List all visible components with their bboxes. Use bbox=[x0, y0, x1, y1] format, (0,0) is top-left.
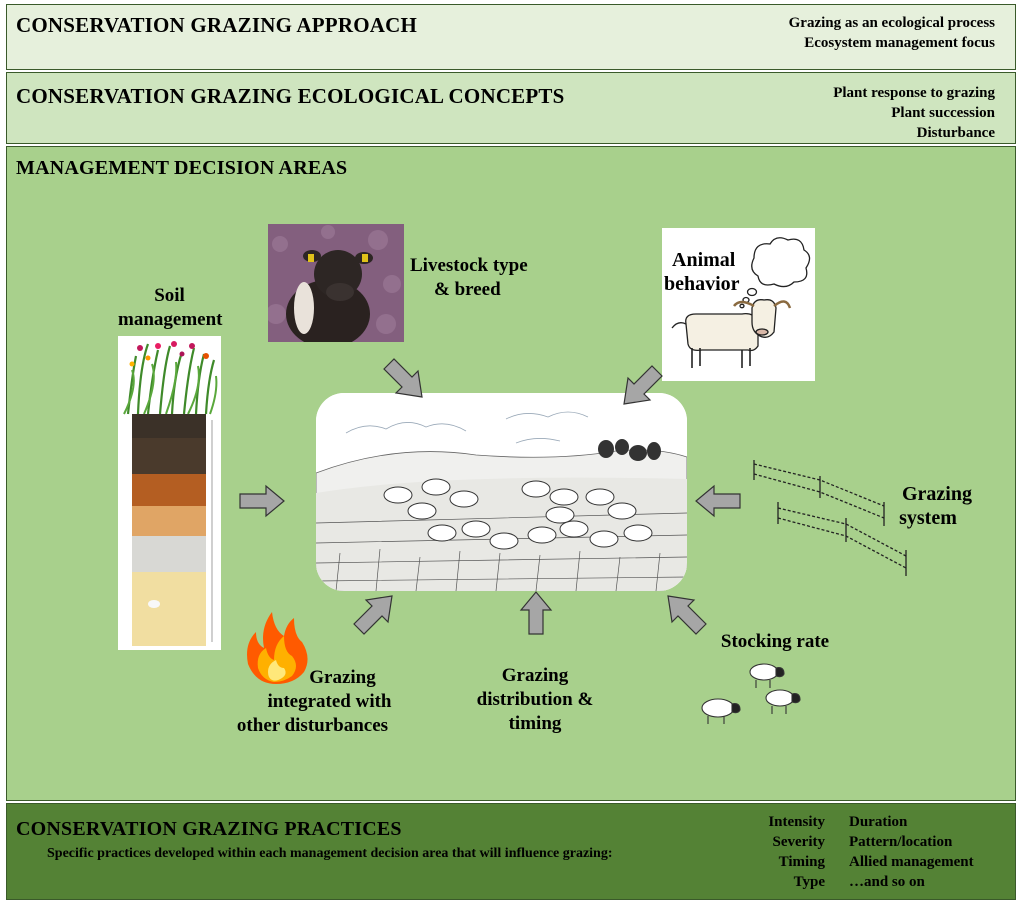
livestock-label-line: Livestock type bbox=[410, 255, 528, 276]
practices-title: CONSERVATION GRAZING PRACTICES bbox=[16, 818, 402, 840]
practices-band: CONSERVATION GRAZING PRACTICES Specific … bbox=[6, 803, 1016, 900]
system-label-line: system bbox=[899, 507, 957, 529]
practices-subtitle: Specific practices developed within each… bbox=[47, 846, 613, 861]
approach-title: CONSERVATION GRAZING APPROACH bbox=[16, 13, 417, 37]
soil-label-line: Soil bbox=[154, 285, 185, 306]
fire-icon bbox=[242, 608, 312, 684]
practice-item: …and so on bbox=[849, 874, 925, 890]
animal-label-line: behavior bbox=[664, 273, 740, 295]
livestock-label-line: & breed bbox=[434, 279, 501, 300]
distribution-label: Grazing distribution & timing bbox=[455, 664, 615, 736]
concepts-title: CONSERVATION GRAZING ECOLOGICAL CONCEPTS bbox=[16, 84, 565, 108]
practice-item: Intensity bbox=[768, 814, 825, 830]
concepts-band: CONSERVATION GRAZING ECOLOGICAL CONCEPTS… bbox=[6, 72, 1016, 144]
disturbance-label-line: Grazing bbox=[309, 667, 376, 688]
approach-item: Grazing as an ecological process bbox=[788, 15, 995, 31]
disturbance-label-line: other disturbances bbox=[236, 715, 389, 736]
concepts-item: Disturbance bbox=[916, 125, 995, 141]
practice-item: Severity bbox=[772, 834, 825, 850]
concepts-item: Plant response to grazing bbox=[833, 85, 995, 101]
sheep-icon bbox=[383, 478, 653, 550]
practices-right-list: Duration Pattern/location Allied managem… bbox=[849, 812, 1019, 892]
practice-item: Timing bbox=[778, 854, 825, 870]
approach-list: Grazing as an ecological process Ecosyst… bbox=[789, 13, 995, 53]
distribution-label-line: Grazing bbox=[501, 665, 569, 686]
practice-item: Pattern/location bbox=[849, 834, 953, 850]
disturbance-label: Grazing integrated with other disturbanc… bbox=[220, 666, 405, 738]
animal-label-line: Animal bbox=[672, 249, 736, 271]
arrow-down-right-icon bbox=[380, 355, 426, 401]
animal-label: Animal behavior bbox=[664, 248, 774, 296]
fence-icon bbox=[748, 456, 912, 578]
practices-left-list: Intensity Severity Timing Type bbox=[733, 812, 825, 892]
sheep-group-icon bbox=[696, 660, 808, 726]
animal-behavior-card bbox=[662, 228, 815, 381]
disturbance-label-line: integrated with bbox=[267, 691, 392, 712]
practice-item: Duration bbox=[849, 814, 908, 830]
practice-item: Type bbox=[793, 874, 825, 890]
arrow-up-icon bbox=[519, 590, 553, 636]
distribution-label-line: distribution & bbox=[476, 689, 594, 710]
arrow-up-left-icon bbox=[664, 592, 710, 638]
arrow-right-icon bbox=[238, 484, 286, 518]
soil-profile-image bbox=[118, 336, 221, 650]
thought-bubble-icon bbox=[739, 237, 811, 309]
approach-item: Ecosystem management focus bbox=[804, 35, 995, 51]
arrow-down-left-icon bbox=[620, 362, 666, 408]
cow-icon bbox=[286, 250, 373, 342]
system-label-line: Grazing bbox=[902, 483, 972, 505]
concepts-list: Plant response to grazing Plant successi… bbox=[833, 83, 995, 143]
system-label: Grazing system bbox=[872, 482, 1002, 530]
soil-label-line: management bbox=[118, 309, 223, 330]
practice-item: Allied management bbox=[849, 854, 974, 870]
soil-label: Soil management bbox=[118, 284, 223, 332]
plant-icon bbox=[123, 341, 218, 415]
concepts-item: Plant succession bbox=[891, 105, 995, 121]
tree-icon bbox=[598, 439, 661, 461]
decisions-title: MANAGEMENT DECISION AREAS bbox=[16, 157, 348, 179]
livestock-label: Livestock type & breed bbox=[410, 254, 560, 302]
pasture-scene bbox=[316, 393, 687, 591]
cow-photo bbox=[268, 224, 404, 342]
distribution-label-line: timing bbox=[508, 713, 562, 734]
cow-icon bbox=[671, 299, 792, 368]
arrow-up-right-icon bbox=[350, 592, 396, 638]
stocking-label: Stocking rate bbox=[720, 631, 830, 652]
approach-band: CONSERVATION GRAZING APPROACH Grazing as… bbox=[6, 4, 1016, 70]
arrow-left-icon bbox=[694, 484, 742, 518]
